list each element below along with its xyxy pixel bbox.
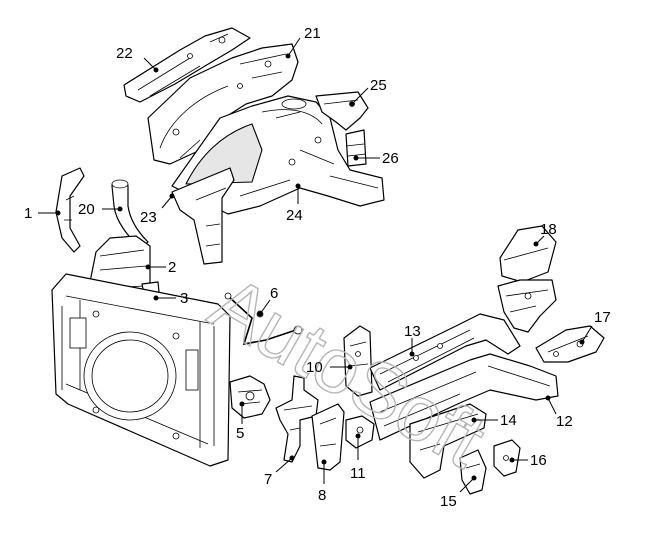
callout-13-label: 13 [404,323,421,340]
callout-25-label: 25 [370,77,387,94]
part-1-side-bracket[interactable] [55,167,85,253]
part-15-bracket[interactable] [459,449,487,495]
callout-12-label: 12 [556,413,573,430]
part-14-crossmember[interactable] [409,403,487,479]
callout-7: 7 [264,455,295,488]
part-16-bracket[interactable] [493,439,521,477]
callout-1-label: 1 [24,205,32,222]
part-13-upper-rail[interactable] [369,313,521,391]
part-20-filler-neck[interactable] [111,179,149,249]
part-26-bracket[interactable] [345,129,367,167]
callout-11-label: 11 [350,465,366,482]
callout-20-label: 20 [78,201,95,218]
callout-20: 20 [78,201,123,218]
callout-17-label: 17 [594,309,611,326]
callout-16-label: 16 [530,452,547,469]
callout-16: 16 [509,452,547,469]
part-22-upper-rail[interactable] [123,27,251,103]
part-6-cable[interactable] [224,292,303,346]
callout-2: 2 [145,259,176,276]
callout-26: 26 [353,150,399,167]
part-10-bracket[interactable] [343,325,373,397]
callout-5: 5 [236,401,245,442]
callout-22-label: 22 [116,45,133,62]
callout-5-label: 5 [236,425,244,442]
part-21-inner-wing[interactable] [147,43,299,165]
callout-6-label: 6 [270,285,278,302]
callout-10: 10 [306,359,353,376]
callout-23-label: 23 [140,209,157,226]
callout-8: 8 [318,459,327,504]
callout-21: 21 [285,25,321,59]
callout-18: 18 [533,221,557,247]
part-5-bracket[interactable] [229,375,271,419]
callout-14-label: 14 [500,412,517,429]
callout-2-label: 2 [168,259,176,276]
callout-3: 3 [153,290,188,307]
callout-25: 25 [349,77,387,107]
callout-1: 1 [24,205,61,222]
callout-3-label: 3 [180,290,188,307]
callout-15: 15 [440,475,477,510]
callout-11: 11 [350,433,366,482]
callout-7-label: 7 [264,471,272,488]
part-front-panel[interactable] [51,273,231,467]
callout-14: 14 [471,412,517,429]
callout-17: 17 [579,309,611,345]
part-18-housing[interactable] [497,225,557,333]
callout-15-label: 15 [440,493,457,510]
callout-22: 22 [116,45,159,73]
callout-26-label: 26 [382,150,399,167]
callout-21-label: 21 [304,25,321,42]
callout-18-label: 18 [540,221,557,238]
callout-10-label: 10 [306,359,323,376]
callout-24: 24 [286,183,303,224]
callout-24-label: 24 [286,207,303,224]
part-23-arch-bracket[interactable] [171,167,235,265]
callout-12: 12 [545,395,573,430]
callout-13: 13 [404,323,421,357]
part-12-chassis-member[interactable] [369,353,559,441]
part-11-bracket[interactable] [345,415,375,449]
part-17-plate[interactable] [535,325,605,363]
callout-8-label: 8 [318,487,326,504]
part-8-plate[interactable] [311,403,345,471]
part-7-jack[interactable] [275,375,319,463]
callout-23: 23 [140,193,175,226]
callout-6: 6 [257,285,278,317]
